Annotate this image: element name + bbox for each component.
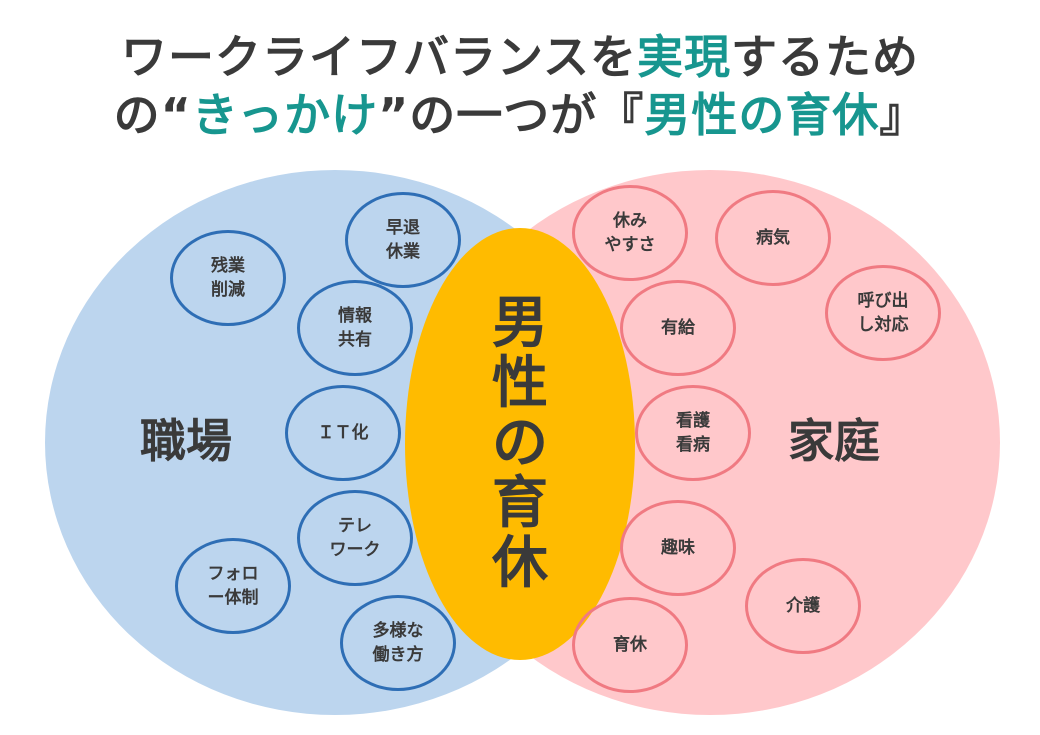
title-highlight: 男性の育休	[644, 88, 880, 142]
home-bubble-call-response: 呼び出 し対応	[825, 265, 941, 361]
workplace-bubble-info-sharing: 情報 共有	[297, 280, 413, 376]
title-line-2: の“きっかけ”の一つが『男性の育休』	[0, 88, 1040, 142]
title-highlight: きっかけ	[191, 88, 379, 142]
title-line-1: ワークライフバランスを実現するため	[0, 30, 1040, 84]
workplace-bubble-it: ＩＴ化	[285, 385, 401, 481]
home-bubble-nursing: 看護 看病	[635, 385, 751, 481]
home-label: 家庭	[788, 414, 880, 468]
center-char: 男	[492, 291, 548, 356]
center-char: 育	[492, 471, 548, 536]
workplace-bubble-telework: テレ ワーク	[297, 490, 413, 586]
home-bubble-paid-leave: 有給	[620, 280, 736, 376]
home-bubble-childcare-leave: 育休	[572, 597, 688, 693]
center-text: 男 性 の 育 休	[405, 228, 635, 660]
home-bubble-hobby: 趣味	[620, 500, 736, 596]
home-bubble-ease-of-leave: 休み やすさ	[572, 185, 688, 281]
home-bubble-illness: 病気	[715, 190, 831, 286]
center-char: 休	[492, 531, 548, 596]
workplace-bubble-early-leave: 早退 休業	[345, 192, 461, 288]
title-text: ”の一つが『	[378, 88, 645, 142]
title-text: 』	[879, 88, 927, 142]
title-text: の“	[113, 88, 192, 142]
home-bubble-care: 介護	[745, 558, 861, 654]
center-ellipse	[405, 228, 635, 660]
title-highlight: 実現	[637, 30, 732, 84]
title-text: ワークライフバランスを	[120, 30, 638, 84]
center-char: 性	[492, 351, 548, 416]
workplace-bubble-diverse-work: 多様な 働き方	[340, 595, 456, 691]
center-char: の	[492, 411, 548, 476]
workplace-bubble-overtime-reduction: 残業 削減	[170, 230, 286, 326]
workplace-label: 職場	[140, 414, 232, 468]
title-text: するため	[731, 30, 920, 84]
workplace-bubble-follow-system: フォロ ー体制	[175, 538, 291, 634]
